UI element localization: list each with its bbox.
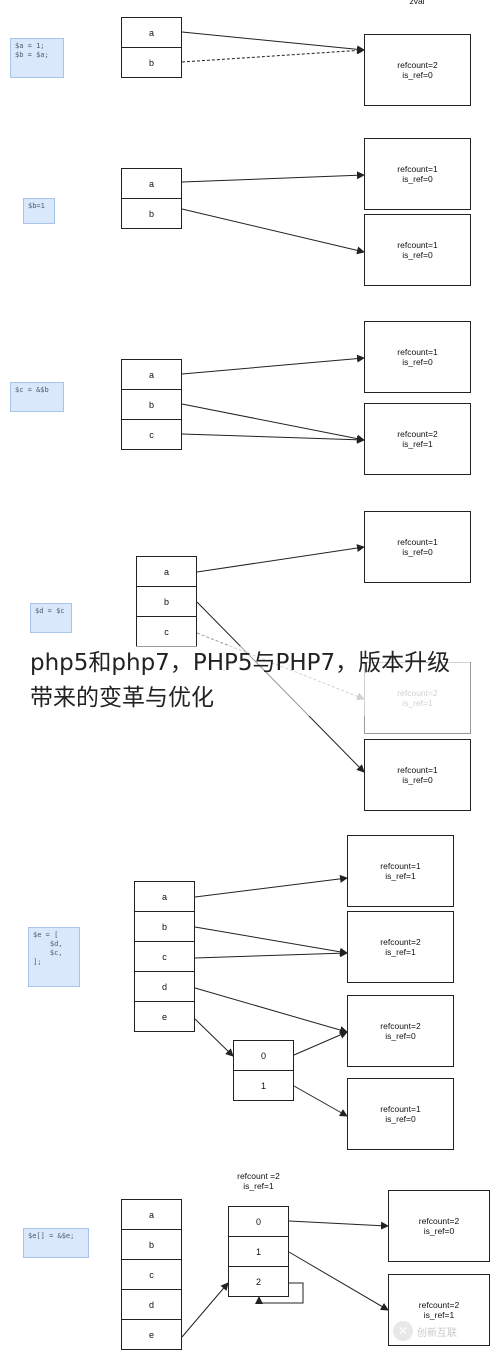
is-ref-label: is_ref=0 <box>402 775 433 785</box>
is-ref-label: is_ref=1 <box>385 947 416 957</box>
variable-cell: b <box>121 1229 182 1260</box>
variable-cell: a <box>121 359 182 390</box>
variable-cell: b <box>121 389 182 420</box>
variable-cell: a <box>121 168 182 199</box>
is-ref-label: is_ref=0 <box>402 250 433 260</box>
is-ref-label: is_ref=1 <box>423 1310 455 1320</box>
is-ref-label: is_ref=0 <box>402 357 433 367</box>
array-cell: 0 <box>228 1206 289 1237</box>
is-ref-label: is_ref=0 <box>423 1226 455 1236</box>
code-snippet: $a = 1; $b = $a; <box>10 38 64 78</box>
refcount-label: refcount=1 <box>397 164 438 174</box>
array-cell: 2 <box>228 1266 289 1297</box>
variable-cell: a <box>121 1199 182 1230</box>
pointer-arrow <box>194 987 348 1034</box>
array-cell: 0 <box>233 1040 294 1071</box>
refcount-label: refcount=1 <box>397 765 438 775</box>
is-ref-label: is_ref=1 <box>243 1181 274 1191</box>
pointer-arrow <box>181 433 365 444</box>
variable-cell: a <box>136 556 197 587</box>
pointer-arrow <box>181 208 365 255</box>
pointer-arrow <box>194 874 348 898</box>
refcount-label: refcount=2 <box>418 1216 460 1226</box>
code-snippet: $d = $c <box>30 603 72 633</box>
variable-cell: a <box>134 881 195 912</box>
variable-cell: c <box>121 1259 182 1290</box>
variable-cell: e <box>134 1001 195 1032</box>
array-cell: 1 <box>228 1236 289 1267</box>
variable-cell: c <box>134 941 195 972</box>
variable-cell: c <box>121 419 182 450</box>
variable-cell: b <box>121 198 182 229</box>
refcount-label: refcount=1 <box>397 240 438 250</box>
pointer-arrow <box>288 1251 389 1311</box>
variable-cell: d <box>134 971 195 1002</box>
refcount-label: refcount=1 <box>397 537 438 547</box>
refcount-label: refcount=2 <box>380 937 421 947</box>
pointer-arrow <box>293 1085 348 1117</box>
array-cell: 1 <box>233 1070 294 1101</box>
pointer-arrow <box>196 544 365 573</box>
code-snippet: $c = &$b <box>10 382 64 412</box>
code-snippet: $b=1 <box>23 198 55 224</box>
refcount-label: refcount=1 <box>380 1104 421 1114</box>
pointer-arrow <box>194 926 348 956</box>
pointer-arrow <box>181 46 365 63</box>
refcount-label: refcount=1 <box>380 861 421 871</box>
refcount-label: refcount=2 <box>418 1300 460 1310</box>
watermark-text: 创新互联 <box>417 1327 457 1339</box>
is-ref-label: is_ref=0 <box>402 174 433 184</box>
variable-cell: c <box>136 616 197 647</box>
pointer-arrow <box>181 171 365 183</box>
variable-cell: b <box>121 47 182 78</box>
is-ref-label: is_ref=0 <box>385 1031 416 1041</box>
pointer-arrow <box>194 1018 234 1057</box>
is-ref-label: is_ref=0 <box>385 1114 416 1124</box>
refcount-label: refcount=2 <box>397 60 438 70</box>
watermark: ✕ 创新互联 <box>393 1320 457 1342</box>
variable-cell: a <box>121 17 182 48</box>
pointer-arrow <box>194 949 348 959</box>
is-ref-label: is_ref=1 <box>402 439 433 449</box>
watermark-logo-icon: ✕ <box>393 1321 413 1341</box>
variable-cell: b <box>136 586 197 617</box>
variable-cell: e <box>121 1319 182 1350</box>
code-snippet: $e = [ $d, $c, ]; <box>28 927 80 987</box>
is-ref-label: is_ref=0 <box>402 547 433 557</box>
refcount-label: refcount=1 <box>397 347 438 357</box>
pointer-arrow <box>288 1220 389 1230</box>
is-ref-label: is_ref=1 <box>385 871 416 881</box>
is-ref-label: is_ref=0 <box>402 70 433 80</box>
refcount-label: refcount =2 <box>237 1171 280 1181</box>
variable-cell: d <box>121 1289 182 1320</box>
refcount-label: refcount=2 <box>397 429 438 439</box>
code-snippet: $e[] = &$e; <box>23 1228 89 1258</box>
pointer-arrow <box>181 403 365 443</box>
pointer-arrow <box>293 1031 348 1056</box>
variable-cell: b <box>134 911 195 942</box>
pointer-arrow <box>181 31 365 54</box>
pointer-arrow <box>181 354 365 375</box>
refcount-label: refcount=2 <box>380 1021 421 1031</box>
zval-label: zval <box>409 0 425 6</box>
self-reference-arrow <box>255 1282 304 1304</box>
pointer-arrow <box>181 1282 229 1338</box>
overlay-title: php5和php7，PHP5与PHP7，版本升级带来的变革与优化 <box>30 646 470 716</box>
